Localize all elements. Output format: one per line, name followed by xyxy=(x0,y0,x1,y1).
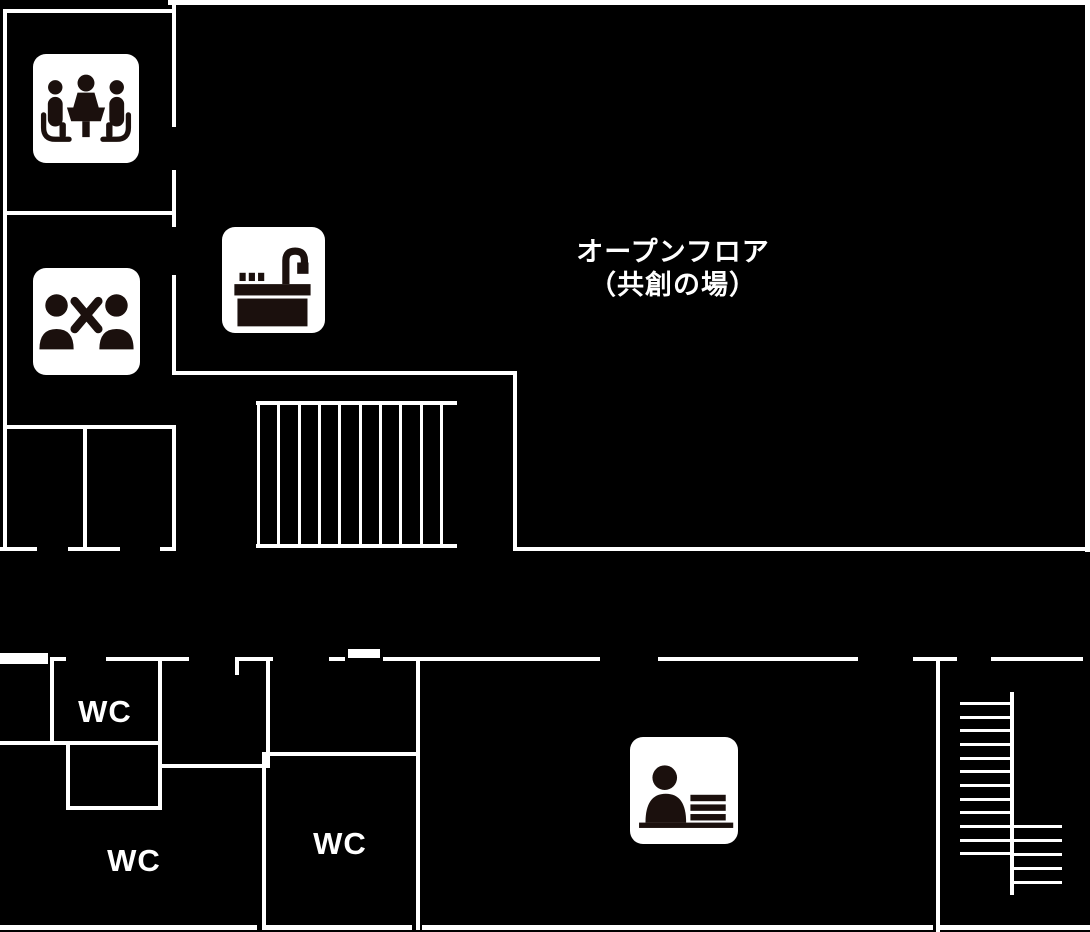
wall-segment xyxy=(106,657,189,661)
stair-tread xyxy=(379,403,382,546)
wall-segment xyxy=(3,9,7,548)
stair-tread xyxy=(960,716,1012,719)
stair-tread xyxy=(420,403,423,546)
wall-segment xyxy=(513,371,517,551)
wall-segment xyxy=(329,657,345,661)
meeting-room-icon xyxy=(33,54,139,163)
wall-segment xyxy=(262,752,266,930)
stair-tread xyxy=(960,784,1012,787)
wall-segment xyxy=(262,752,420,756)
stair-tread xyxy=(960,757,1012,760)
wall-segment xyxy=(52,657,66,661)
wall-segment xyxy=(422,925,933,930)
wall-segment xyxy=(913,657,957,661)
wall-segment xyxy=(1010,692,1014,895)
wall-segment xyxy=(50,657,54,745)
stair-tread xyxy=(338,403,341,546)
wall-segment xyxy=(256,401,457,405)
stair-tread xyxy=(277,403,280,546)
wall-segment xyxy=(0,547,37,551)
stair-tread xyxy=(1012,825,1062,828)
stair-tread xyxy=(1012,839,1062,842)
stair-tread xyxy=(960,702,1012,705)
open-floor-label-line2: （共創の場） xyxy=(589,270,757,300)
wall-segment xyxy=(172,425,176,550)
stair-tread xyxy=(960,825,1012,828)
stair-tread xyxy=(399,403,402,546)
wall-segment xyxy=(513,547,1090,551)
meeting-table-icon xyxy=(40,74,132,142)
wall-segment xyxy=(172,371,517,375)
stair-tread xyxy=(960,811,1012,814)
wall-segment xyxy=(172,275,176,373)
wall-segment xyxy=(266,925,412,930)
stair-tread xyxy=(960,798,1012,801)
wall-segment xyxy=(158,764,270,768)
wc-label-bottom-center: WC xyxy=(313,826,367,861)
wall-segment xyxy=(3,9,176,13)
wc-label-bottom-left: WC xyxy=(107,843,161,878)
kitchen-sink-icon xyxy=(222,227,325,333)
stair-tread xyxy=(960,839,1012,842)
wall-segment xyxy=(172,0,176,127)
wall-segment xyxy=(1085,0,1090,552)
wall-segment xyxy=(3,211,176,215)
stair-tread xyxy=(298,403,301,546)
wall-segment xyxy=(168,0,1090,5)
no-conversation-icon xyxy=(33,268,140,375)
stair-tread xyxy=(1012,881,1062,884)
wall-segment xyxy=(68,547,120,551)
open-floor-label: オープンフロア （共創の場） xyxy=(571,236,775,302)
receptionist-icon xyxy=(639,765,734,828)
sink-faucet-icon xyxy=(234,247,311,327)
stair-tread xyxy=(257,403,260,546)
wall-segment xyxy=(256,544,457,548)
stair-tread xyxy=(359,403,362,546)
wall-segment xyxy=(172,170,176,227)
wall-segment xyxy=(158,657,162,810)
stair-tread xyxy=(960,729,1012,732)
wall-segment xyxy=(160,547,176,551)
wall-segment xyxy=(936,659,940,932)
wall-segment xyxy=(266,657,270,768)
stair-tread xyxy=(960,770,1012,773)
reception-desk-icon xyxy=(630,737,738,844)
wall-segment xyxy=(991,657,1083,661)
wall-segment xyxy=(0,925,257,930)
stair-tread xyxy=(960,743,1012,746)
people-x-icon xyxy=(39,294,134,350)
wall-segment xyxy=(237,657,273,661)
wall-segment xyxy=(66,741,70,810)
wall-segment xyxy=(348,649,380,658)
stair-tread xyxy=(318,403,321,546)
wall-segment xyxy=(235,657,239,675)
wall-segment xyxy=(83,425,87,550)
wall-segment xyxy=(383,657,600,661)
open-floor-label-line1: オープンフロア xyxy=(576,237,770,267)
wall-segment xyxy=(416,657,420,930)
wall-segment xyxy=(3,425,174,429)
wall-segment xyxy=(658,657,858,661)
wall-segment xyxy=(66,806,162,810)
wall-segment xyxy=(0,653,48,664)
wall-segment xyxy=(940,925,1090,930)
stair-tread xyxy=(1012,853,1062,856)
wc-label-top: WC xyxy=(78,694,132,729)
wall-segment xyxy=(0,741,162,745)
stair-tread xyxy=(1012,867,1062,870)
stair-tread xyxy=(440,403,443,546)
stair-tread xyxy=(960,852,1012,855)
